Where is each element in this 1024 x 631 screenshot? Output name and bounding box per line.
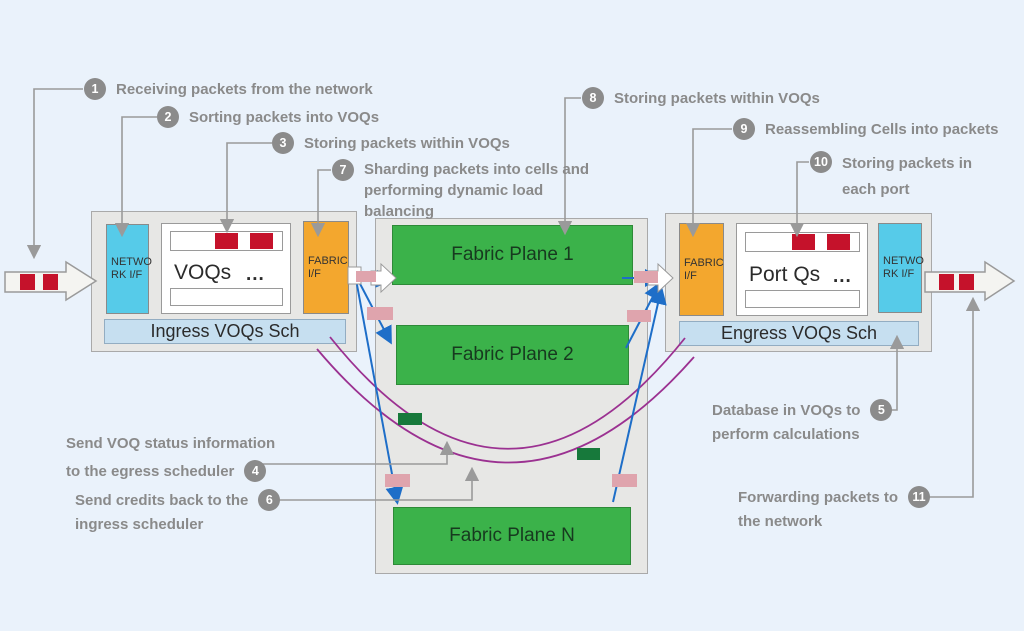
ingress-fabric-interface: FABRIC I/F — [303, 221, 349, 314]
switch-fabric-block: Fabric Plane 1 Fabric Plane 2 Fabric Pla… — [375, 218, 648, 574]
fabric-if-label-line2: I/F — [684, 269, 697, 282]
packet-cell — [215, 233, 238, 249]
fabric-plane-2-label: Fabric Plane 2 — [451, 344, 574, 365]
callout-11: Forwarding packets to 11 the network — [738, 486, 931, 530]
packet-cell — [959, 274, 974, 290]
ingress-network-interface: NETWO RK I/F — [106, 224, 152, 314]
step-number-badge: 4 — [244, 460, 267, 482]
callout-1-connector — [26, 88, 83, 260]
network-if-label-line1: NETWO — [111, 256, 152, 268]
step-number-badge: 10 — [810, 151, 832, 173]
voq-top-strip — [170, 231, 283, 251]
callout-11-text-line2: the network — [738, 513, 823, 530]
callout-1: 1 Receiving packets from the network — [84, 78, 373, 100]
port-queue-box: Port Qs ... — [736, 223, 868, 316]
fabric-if-label-line2: I/F — [308, 267, 321, 280]
network-if-label-line2: RK I/F — [111, 269, 143, 281]
voq-label: VOQs — [174, 261, 232, 284]
callout-2-text: Sorting packets into VOQs — [189, 108, 380, 126]
callout-3: 3 Storing packets within VOQs — [272, 132, 510, 154]
egress-line-card-block: FABRIC I/F Port Qs ... NETWO RK I/F Engr… — [665, 213, 932, 352]
packet-cell — [250, 233, 273, 249]
step-number-badge: 9 — [733, 118, 755, 140]
portq-top-strip — [745, 232, 860, 252]
callout-6: Send credits back to the 6 ingress sched… — [75, 489, 281, 533]
callout-7-text-line1: Sharding packets into cells and — [364, 161, 590, 178]
ingress-scheduler-label: Ingress VOQs Sch — [150, 321, 300, 341]
fabric-plane-1-label: Fabric Plane 1 — [451, 244, 574, 265]
voq-queue-box: VOQs ... — [161, 223, 291, 314]
callout-2: 2 Sorting packets into VOQs — [157, 106, 379, 128]
incoming-packet-arrow — [4, 260, 98, 302]
packet-cell — [43, 274, 58, 290]
portq-label: Port Qs — [749, 263, 821, 286]
egress-scheduler-label: Engress VOQs Sch — [720, 323, 878, 343]
egress-network-interface: NETWO RK I/F — [878, 223, 924, 313]
fabric-if-label-line1: FABRIC — [684, 256, 724, 269]
step-number-badge: 2 — [157, 106, 179, 128]
ingress-line-card-block: NETWO RK I/F VOQs ... FABRIC I/F Ingress… — [91, 211, 357, 352]
step-number-badge: 8 — [582, 87, 604, 109]
packet-cell — [20, 274, 35, 290]
callout-8: 8 Storing packets within VOQs — [582, 87, 820, 109]
callout-6-text-line2: ingress scheduler — [75, 516, 204, 533]
callout-5: Database in VOQs to 5 perform calculatio… — [712, 399, 893, 443]
packet-cell — [939, 274, 954, 290]
callout-3-text: Storing packets within VOQs — [304, 134, 510, 152]
step-number-badge: 1 — [84, 78, 106, 100]
portq-ellipsis: ... — [833, 266, 852, 287]
fabric-if-label-line1: FABRIC — [308, 254, 348, 267]
cell — [356, 271, 376, 282]
ingress-scheduler-bar: Ingress VOQs Sch — [104, 319, 346, 344]
network-if-label-line2: RK I/F — [883, 268, 915, 280]
egress-scheduler-bar: Engress VOQs Sch — [679, 321, 919, 346]
voq-bottom-strip — [170, 288, 283, 306]
step-number-badge: 11 — [908, 486, 931, 508]
callout-7-text-line2: performing dynamic load — [364, 182, 544, 199]
callout-7: 7 Sharding packets into cells and perfor… — [332, 159, 589, 222]
fabric-plane-n-label: Fabric Plane N — [449, 525, 575, 546]
egress-fabric-interface: FABRIC I/F — [679, 223, 724, 316]
callout-4-text-line1: Send VOQ status information — [66, 435, 276, 452]
fabric-plane-2: Fabric Plane 2 — [396, 325, 629, 385]
fabric-plane-1: Fabric Plane 1 — [392, 225, 633, 285]
portq-bottom-strip — [745, 290, 860, 308]
callout-4: Send VOQ status information to the egres… — [66, 433, 275, 482]
packet-cell — [792, 234, 815, 250]
callout-5-text-line2: perform calculations — [712, 426, 860, 443]
callout-10-text-line1: Storing packets in — [842, 155, 973, 172]
callout-6-text-line1: Send credits back to the — [75, 491, 249, 509]
voq-ellipsis: ... — [246, 264, 265, 285]
callout-1-text: Receiving packets from the network — [116, 80, 373, 98]
packet-cell — [827, 234, 850, 250]
callout-8-text: Storing packets within VOQs — [614, 89, 820, 107]
step-number-badge: 3 — [272, 132, 294, 154]
callout-4-text-line2: to the egress scheduler — [66, 462, 235, 480]
network-if-label-line1: NETWO — [883, 255, 924, 267]
step-number-badge: 5 — [870, 399, 893, 421]
callout-7-text-line3: balancing — [364, 203, 435, 220]
callout-5-text-line1: Database in VOQs to — [712, 401, 861, 419]
outgoing-packet-arrow — [924, 260, 1016, 302]
step-number-badge: 7 — [332, 159, 354, 181]
callout-9-text: Reassembling Cells into packets — [765, 120, 999, 138]
callout-9: 9 Reassembling Cells into packets — [733, 118, 998, 140]
callout-10: 10 Storing packets in each port — [810, 151, 972, 203]
fabric-plane-n: Fabric Plane N — [393, 507, 631, 565]
step-number-badge: 6 — [258, 489, 281, 511]
callout-10-text-line2: each port — [842, 181, 910, 198]
callout-11-text-line1: Forwarding packets to — [738, 488, 899, 506]
